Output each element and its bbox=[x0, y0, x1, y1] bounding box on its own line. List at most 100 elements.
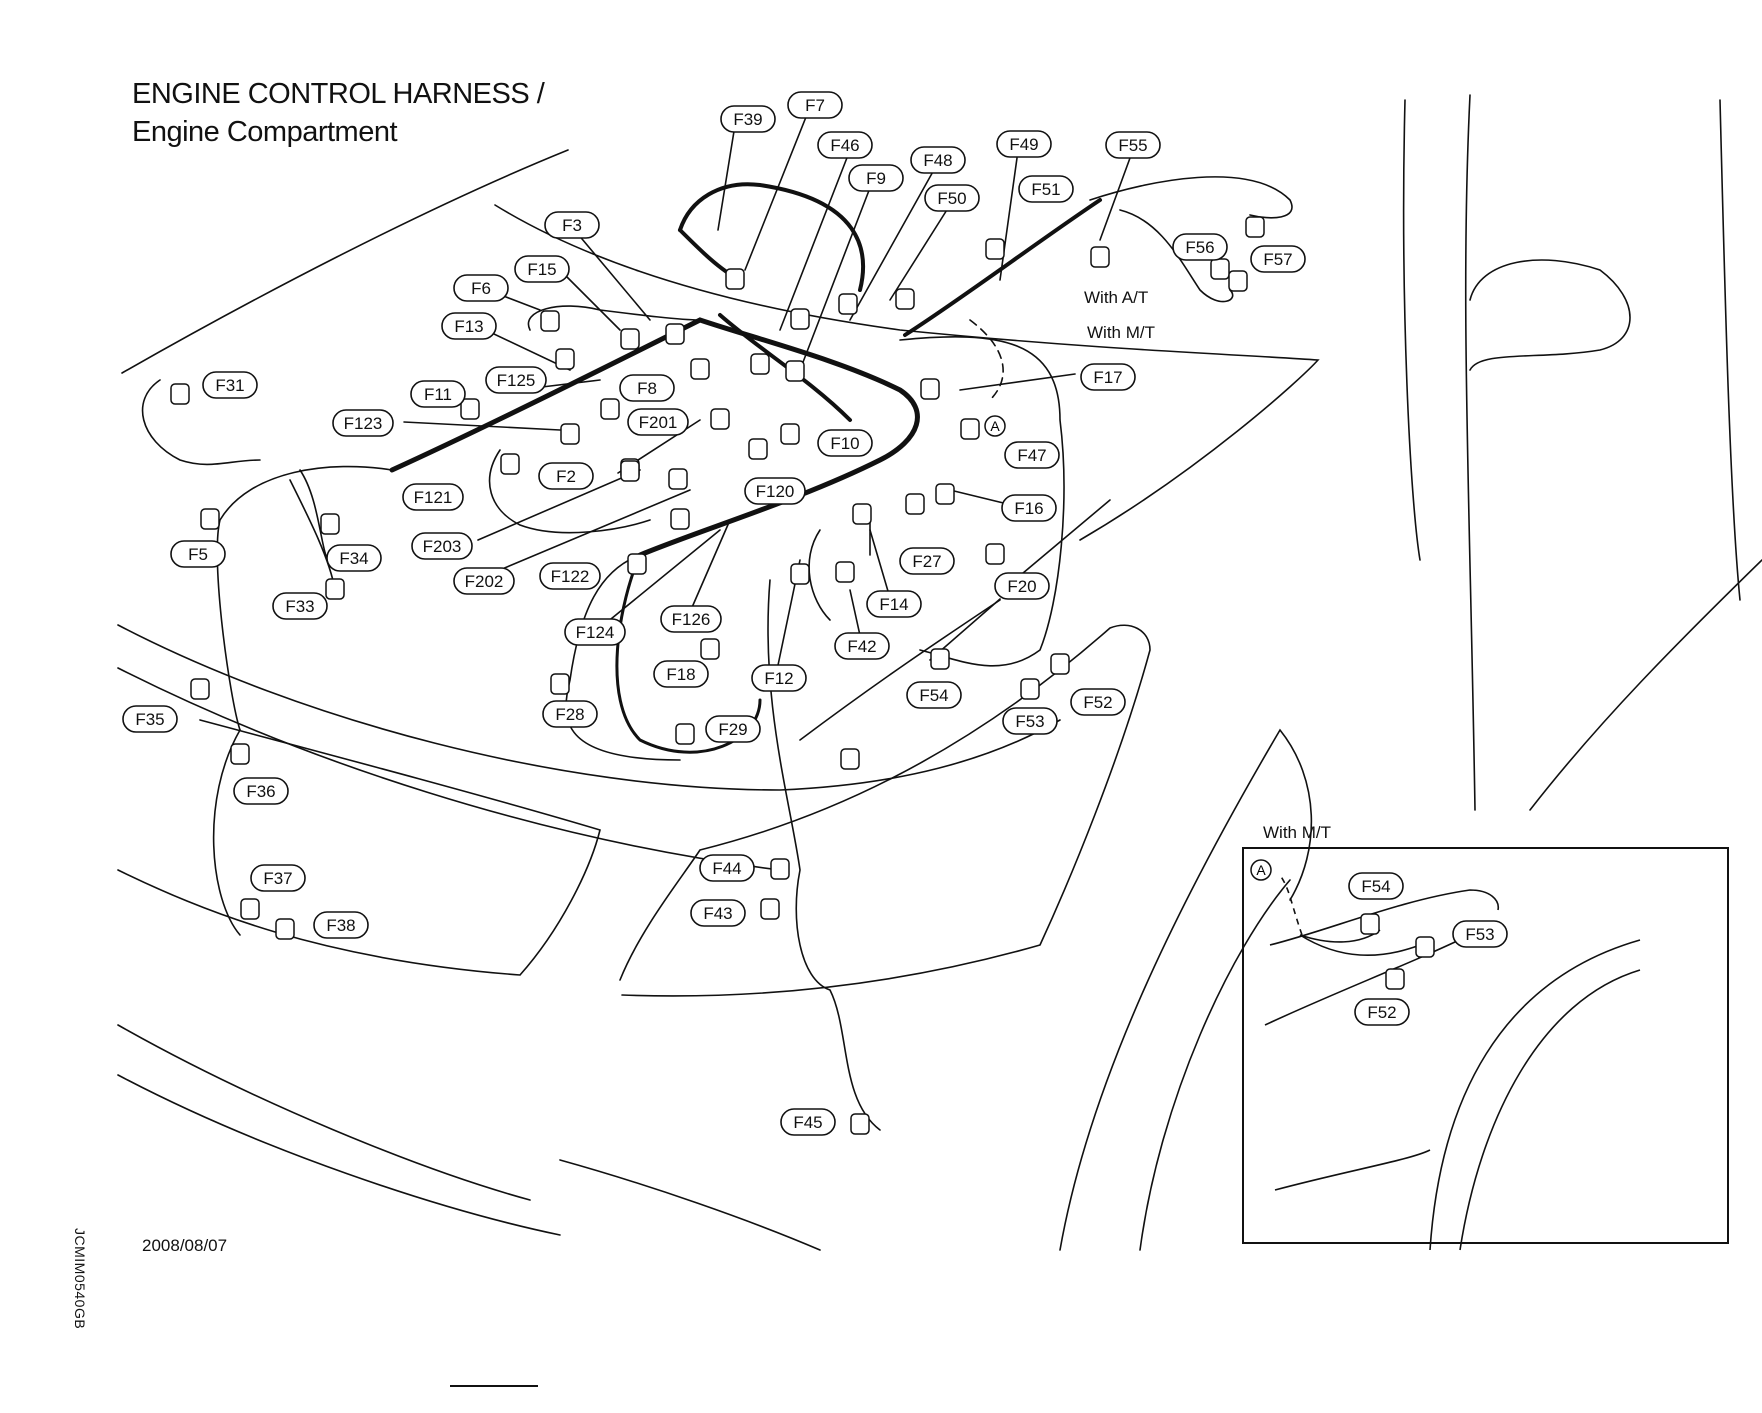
connector-label-f57: F57 bbox=[1250, 245, 1306, 273]
title-main: ENGINE CONTROL HARNESS / bbox=[132, 78, 545, 110]
connector-label-f54: F54 bbox=[906, 681, 962, 709]
connector-label-pill bbox=[544, 211, 600, 239]
connector-label-text: F121 bbox=[414, 488, 453, 507]
note-with-mt: With M/T bbox=[1087, 323, 1155, 342]
connector-label-pill bbox=[1348, 872, 1404, 900]
connector-label-f16: F16 bbox=[1001, 494, 1057, 522]
connector-label-text: F17 bbox=[1093, 368, 1122, 387]
front-lower-3 bbox=[559, 1159, 821, 1251]
title-sub: Engine Compartment bbox=[132, 115, 398, 148]
connector-label-text: F8 bbox=[637, 379, 657, 398]
connector-label-pill bbox=[699, 854, 755, 882]
hood-outline bbox=[121, 149, 569, 374]
connector-label-pill bbox=[866, 590, 922, 618]
connector-plug-f20 bbox=[985, 543, 1005, 565]
connector-label-text: F37 bbox=[263, 869, 292, 888]
connector-label-pill bbox=[817, 429, 873, 457]
connector-label-pill bbox=[906, 681, 962, 709]
connector-plug-f38 bbox=[275, 918, 295, 940]
connector-plug-f9 bbox=[750, 353, 770, 375]
connector-label-f34: F34 bbox=[326, 544, 382, 572]
connector-plug-f16 bbox=[935, 483, 955, 505]
connector-plug-f45 bbox=[850, 1113, 870, 1135]
connector-label-f31: F31 bbox=[202, 371, 258, 399]
marker-a-main: A bbox=[984, 415, 1006, 437]
connector-label-pill bbox=[1018, 175, 1074, 203]
bumper-lower bbox=[117, 667, 781, 871]
connector-label-text: F35 bbox=[135, 710, 164, 729]
connector-plug-f49 bbox=[985, 238, 1005, 260]
body-right-diag bbox=[1529, 559, 1762, 811]
connector-label-f36: F36 bbox=[233, 777, 289, 805]
connector-label-text: F50 bbox=[937, 189, 966, 208]
connector-label-pill bbox=[751, 664, 807, 692]
connector-label-pill bbox=[1452, 920, 1508, 948]
connector-plug-f39 bbox=[725, 268, 745, 290]
connector-plug-f43 bbox=[760, 898, 780, 920]
connector-label-text: F18 bbox=[666, 665, 695, 684]
mirror bbox=[1469, 259, 1631, 371]
connector-label-f44: F44 bbox=[699, 854, 755, 882]
connector-label-text: F2 bbox=[556, 467, 576, 486]
connector-plug-f29 bbox=[840, 748, 860, 770]
connector-label-f17: F17 bbox=[1080, 363, 1136, 391]
front-lower-2 bbox=[117, 1074, 561, 1236]
connector-label-text: F46 bbox=[830, 136, 859, 155]
connector-label-pill bbox=[1172, 233, 1228, 261]
connector-label-pill bbox=[619, 374, 675, 402]
connector-plug-f52 bbox=[1050, 653, 1070, 675]
connector-label-pill bbox=[787, 91, 843, 119]
connector-plug-f47 bbox=[960, 418, 980, 440]
connector-label-pill bbox=[1004, 441, 1060, 469]
connector-label-f123: F123 bbox=[332, 409, 394, 437]
connector-plug-f27 bbox=[905, 493, 925, 515]
marker-letter: A bbox=[1256, 862, 1266, 878]
connector-label-text: F38 bbox=[326, 916, 355, 935]
connector-label-text: F3 bbox=[562, 216, 582, 235]
connector-label-f42: F42 bbox=[834, 632, 890, 660]
connector-plug-f12 bbox=[790, 563, 810, 585]
connector-label-text: F125 bbox=[497, 371, 536, 390]
connector-label-text: F11 bbox=[424, 385, 452, 404]
connector-label-text: F31 bbox=[215, 376, 244, 395]
connector-label-pill bbox=[453, 274, 509, 302]
connector-label-text: F120 bbox=[756, 482, 795, 501]
connector-label-f7: F7 bbox=[787, 91, 843, 119]
connector-label-text: F13 bbox=[454, 317, 483, 336]
connector-plug-f50 bbox=[895, 288, 915, 310]
connector-label-f3: F3 bbox=[544, 211, 600, 239]
connector-label-f55: F55 bbox=[1105, 131, 1161, 159]
connector-label-text: F53 bbox=[1015, 712, 1044, 731]
drawing-code: JCMIM0540GB bbox=[72, 1228, 88, 1330]
connector-label-pill bbox=[780, 1108, 836, 1136]
marker-letter: A bbox=[990, 418, 1000, 434]
connector-label-pill bbox=[564, 618, 626, 646]
connector-label-text: F202 bbox=[465, 572, 504, 591]
pillar-right bbox=[1402, 99, 1421, 561]
connector-label-f53: F53 bbox=[1002, 707, 1058, 735]
note-with-at: With A/T bbox=[1084, 288, 1149, 307]
connector-plug-f33 bbox=[325, 578, 345, 600]
connector-label-pill bbox=[1105, 131, 1161, 159]
connector-label-text: F51 bbox=[1031, 180, 1060, 199]
connector-label-text: F54 bbox=[919, 686, 948, 705]
connector-plug-f123 bbox=[560, 423, 580, 445]
connector-label-text: F54 bbox=[1361, 877, 1390, 896]
connector-label-f18: F18 bbox=[653, 660, 709, 688]
connector-label-f6: F6 bbox=[453, 274, 509, 302]
connector-label-pill bbox=[1080, 363, 1136, 391]
connector-label-pill bbox=[542, 700, 598, 728]
connector-label-f27: F27 bbox=[899, 547, 955, 575]
connector-label-pill bbox=[538, 462, 594, 490]
connector-label-f13: F13 bbox=[441, 312, 497, 340]
connector-plug-f122 bbox=[627, 553, 647, 575]
connector-plug-f57 bbox=[1245, 216, 1265, 238]
connector-label-text: F33 bbox=[285, 597, 314, 616]
connector-plug-f31 bbox=[170, 383, 190, 405]
connector-plug-f121 bbox=[500, 453, 520, 475]
connector-label-text: F36 bbox=[246, 782, 275, 801]
connector-plug-f35 bbox=[190, 678, 210, 700]
connector-label-f11: F11 bbox=[410, 380, 466, 408]
bottom-rule bbox=[450, 1385, 538, 1387]
